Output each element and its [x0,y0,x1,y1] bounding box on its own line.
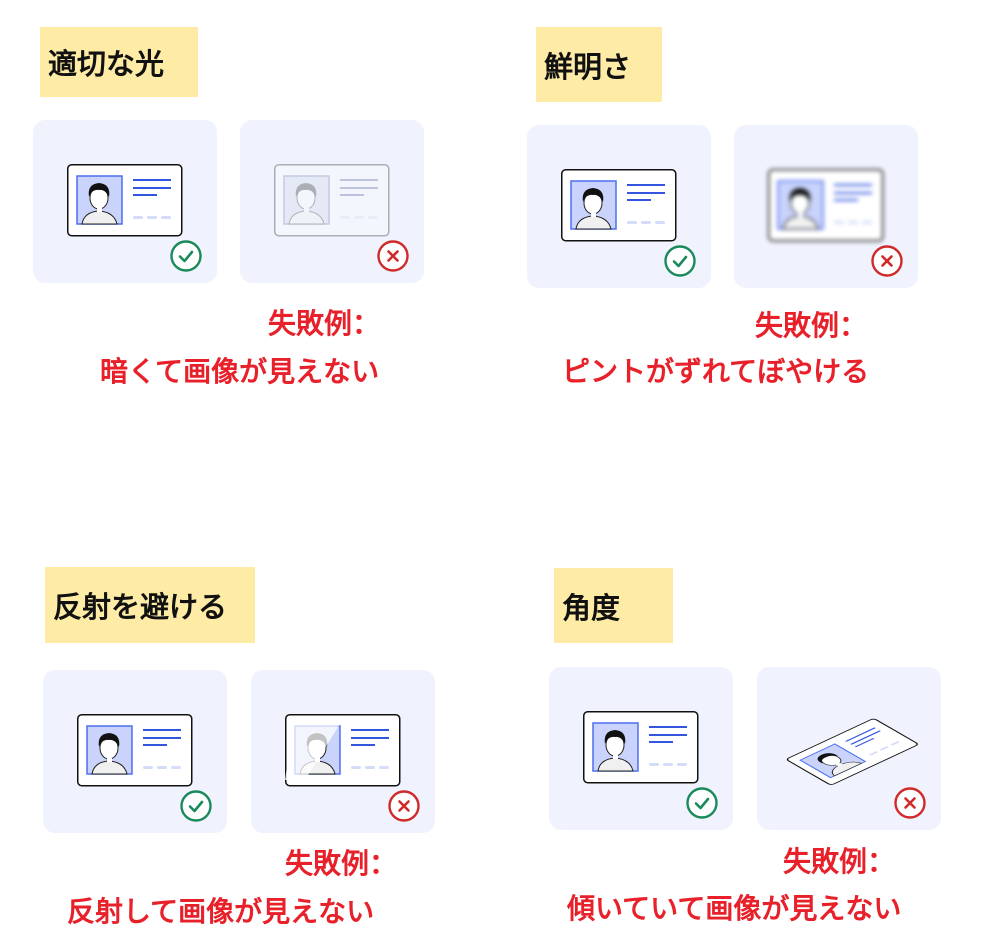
good-example-card [527,125,711,288]
id-card-illustration [67,164,183,237]
fail-heading: 失敗例： [755,309,868,342]
x-circle-icon [388,790,420,822]
id-card-illustration [786,718,918,785]
fail-heading: 失敗例： [783,845,896,878]
good-example-card [43,670,227,833]
id-card-illustration [77,714,193,787]
bad-example-card-glare [251,670,435,833]
good-example-card [549,667,733,830]
id-card-illustration [285,714,401,787]
check-circle-icon [686,787,718,819]
fail-description: ピントがずれてぼやける [562,355,870,388]
section-title-lighting: 適切な光 [40,27,198,97]
x-circle-icon [377,240,409,272]
fail-heading: 失敗例： [285,847,398,880]
fail-description: 傾いていて画像が見えない [567,892,902,925]
check-circle-icon [664,245,696,277]
section-title-angle: 角度 [554,568,673,643]
id-card-illustration [274,164,390,237]
section-title-glare: 反射を避ける [45,567,255,643]
check-circle-icon [180,790,212,822]
check-circle-icon [170,240,202,272]
bad-example-card-dark [240,120,424,283]
id-card-illustration [768,169,884,242]
fail-description: 反射して画像が見えない [67,895,375,928]
fail-description: 暗くて画像が見えない [100,355,380,388]
section-title-sharpness: 鮮明さ [536,27,662,102]
x-circle-icon [871,245,903,277]
bad-example-card-blurry [734,125,918,288]
bad-example-card-tilted [757,667,941,830]
x-circle-icon [894,787,926,819]
fail-heading: 失敗例： [268,307,381,340]
good-example-card [33,120,217,283]
id-card-illustration [561,169,677,242]
id-card-illustration [583,711,699,784]
